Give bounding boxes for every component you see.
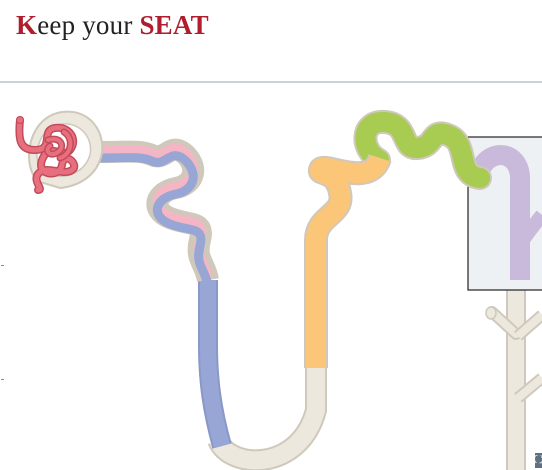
descending-limb	[208, 280, 222, 446]
loop-of-henle-bottom	[218, 368, 316, 460]
expand-icon[interactable]: ⛶	[535, 453, 542, 468]
proximal-tubule	[100, 148, 208, 286]
ascending-limb	[316, 158, 380, 368]
collecting-duct	[486, 280, 542, 470]
